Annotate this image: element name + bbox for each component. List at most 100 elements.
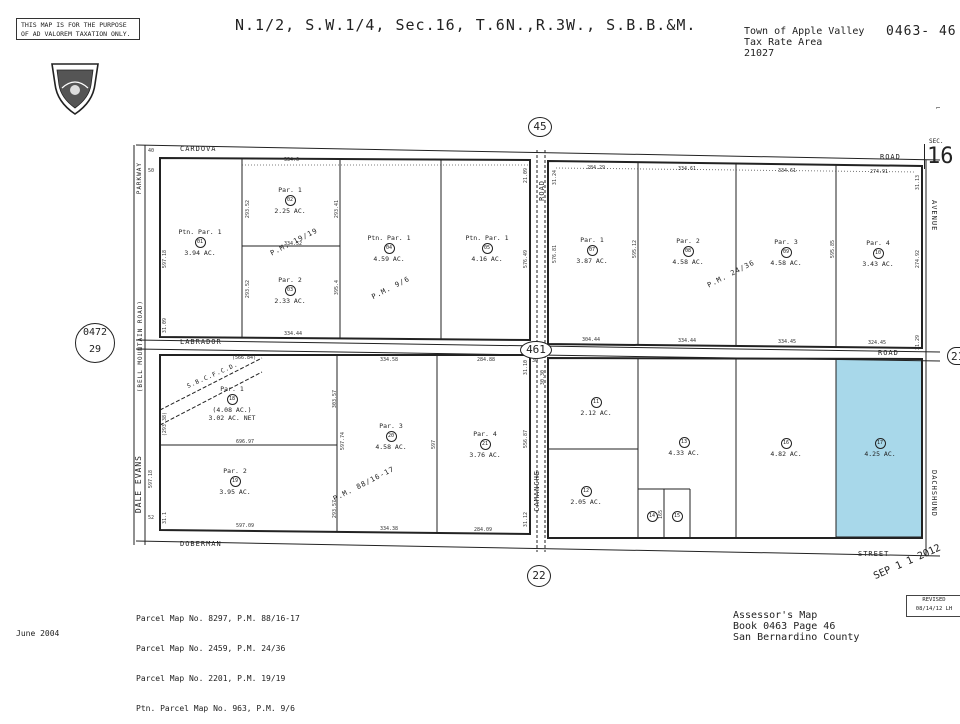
town-name: Town of Apple Valley: [744, 26, 865, 37]
parcel-02[interactable]: Par. 1 02 2.25 AC.: [255, 186, 325, 215]
parcel-number: 05: [481, 243, 493, 254]
measurement: 293.57: [332, 500, 338, 519]
parcel-area: 2.25 AC.: [274, 207, 306, 215]
parcel-number: 10: [872, 248, 884, 259]
measurement: 597.18: [162, 250, 168, 269]
legend-line: Ptn. Parcel Map No. 963, P.M. 9/6: [136, 704, 295, 713]
parcel-label: Par. 2: [676, 237, 700, 245]
road-label-labrador: LABRADOR: [180, 338, 222, 346]
parcel-number: 02: [284, 195, 296, 206]
adjacent-book-0472-29-circle: 0472 29: [75, 323, 115, 363]
parcel-21[interactable]: Par. 4 21 3.76 AC.: [450, 430, 520, 459]
measurement: 30: [532, 358, 539, 364]
parcel-area: 2.05 AC.: [570, 498, 602, 506]
parcel-label: Par. 1: [580, 236, 604, 244]
parcel-14[interactable]: 14: [645, 510, 659, 523]
parcel-20[interactable]: Par. 3 20 4.58 AC.: [356, 422, 426, 451]
measurement: 597.09: [236, 523, 255, 529]
parcel-01[interactable]: Ptn. Par. 1 01 3.94 AC.: [170, 228, 230, 257]
parcel-17[interactable]: 17 4.25 AC.: [848, 437, 912, 458]
legend-line: Parcel Map No. 2201, P.M. 19/19: [136, 674, 286, 683]
measurement: 324.45: [868, 340, 887, 346]
block-sw: [159, 354, 531, 536]
measurement: 31.13: [915, 175, 921, 191]
measurement: 304.44: [582, 337, 601, 343]
measurement: 597: [431, 440, 437, 450]
county-seal-icon: [51, 63, 99, 115]
parcel-05[interactable]: Ptn. Par. 1 05 4.16 AC.: [452, 234, 522, 263]
measurement: 31.12: [523, 512, 529, 528]
parcel-area: 4.58 AC.: [770, 259, 802, 267]
parcel-19[interactable]: Par. 2 19 3.95 AC.: [200, 467, 270, 496]
parcel-16[interactable]: 16 4.82 AC.: [754, 437, 818, 458]
parcel-12[interactable]: 12 2.05 AC.: [556, 485, 616, 506]
section-number: 16: [924, 144, 954, 169]
measurement: 31.10: [523, 360, 529, 376]
revised-date: 08/14/12 LH: [915, 606, 953, 612]
parcel-11[interactable]: 11 2.12 AC.: [566, 396, 626, 417]
parcel-03[interactable]: Par. 2 03 2.33 AC.: [255, 276, 325, 305]
parcel-number: 20: [385, 431, 397, 442]
measurement: 334.58: [380, 357, 399, 363]
road-label-bell-mountain: (BELL MOUNTAIN ROAD): [137, 300, 144, 393]
measurement: 40: [148, 148, 155, 154]
parcel-area: 4.25 AC.: [864, 450, 896, 458]
parcel-number: 21: [479, 439, 491, 450]
parcel-number: 03: [284, 285, 296, 296]
parcel-number: 13: [678, 437, 690, 448]
road-label-street: STREET: [858, 550, 890, 558]
parcel-08[interactable]: Par. 2 08 4.58 AC.: [656, 237, 720, 266]
block-ne: [547, 159, 923, 350]
parcel-area: 2.12 AC.: [580, 409, 612, 417]
parcel-18[interactable]: Par. 1 18 (4.08 AC.) 3.02 AC. NET: [192, 385, 272, 422]
measurement: 334.61: [778, 168, 797, 174]
measurement: 334.44: [284, 331, 303, 337]
parcel-label: Ptn. Par. 1: [178, 228, 222, 236]
revised-box: REVISED 08/14/12 LH: [906, 595, 960, 617]
measurement: 21.09: [523, 168, 529, 184]
parcel-10[interactable]: Par. 4 10 3.43 AC.: [846, 239, 910, 268]
parcel-15[interactable]: 15: [670, 510, 684, 523]
parcel-area: 3.95 AC.: [219, 488, 251, 496]
parcel-label: Par. 4: [866, 239, 890, 247]
parcel-area: 3.87 AC.: [576, 257, 608, 265]
measurement: 303.57: [332, 390, 338, 409]
parcel-area: 4.82 AC.: [770, 450, 802, 458]
parcel-09[interactable]: Par. 3 09 4.58 AC.: [754, 238, 818, 267]
parcel-number: 14: [646, 511, 658, 522]
measurement: 31.1: [162, 512, 168, 525]
parcel-number: 04: [383, 243, 395, 254]
parcel-label: Par. 2: [223, 467, 247, 475]
parcel-label: Par. 2: [278, 276, 302, 284]
parcel-area: 4.16 AC.: [471, 255, 503, 263]
parcel-area: 4.59 AC.: [373, 255, 405, 263]
book-page-22-circle: 22: [527, 565, 551, 587]
road-label-dale-evans: DALE EVANS: [134, 455, 143, 514]
measurement: 274.91: [870, 169, 889, 175]
parcel-number: 01: [194, 237, 206, 248]
parcel-label: Par. 4: [473, 430, 497, 438]
measurement: (566.84): [232, 355, 257, 361]
adjacent-page-number: 29: [88, 344, 102, 355]
road-label-road-vertical: ROAD: [538, 180, 546, 201]
measurement: 696.97: [236, 439, 255, 445]
tax-rate-area-number: 21027: [744, 48, 775, 59]
adjacent-page-21-circle: 21: [947, 347, 960, 365]
measurement: 334.52: [284, 241, 303, 247]
measurement: 165: [658, 510, 664, 520]
tax-rate-area-label: Tax Rate Area: [744, 37, 823, 48]
parcel-area: 4.58 AC.: [672, 258, 704, 266]
road-label-avenue: AVENUE: [930, 200, 938, 232]
parcel-map: [133, 144, 941, 557]
section-label: SEC.: [929, 138, 944, 145]
measurement: 50: [148, 168, 155, 174]
measurement: 334.6: [284, 157, 300, 163]
parcel-07[interactable]: Par. 1 07 3.87 AC.: [560, 236, 624, 265]
measurement: 334.61: [678, 166, 697, 172]
parcel-04[interactable]: Ptn. Par. 1 04 4.59 AC.: [354, 234, 424, 263]
parcel-label: Par. 3: [379, 422, 403, 430]
parcel-13[interactable]: 13 4.33 AC.: [654, 436, 714, 457]
assessor-county: San Bernardino County: [733, 632, 860, 643]
measurement: 31.09: [162, 318, 168, 334]
parcel-number: 16: [780, 438, 792, 449]
